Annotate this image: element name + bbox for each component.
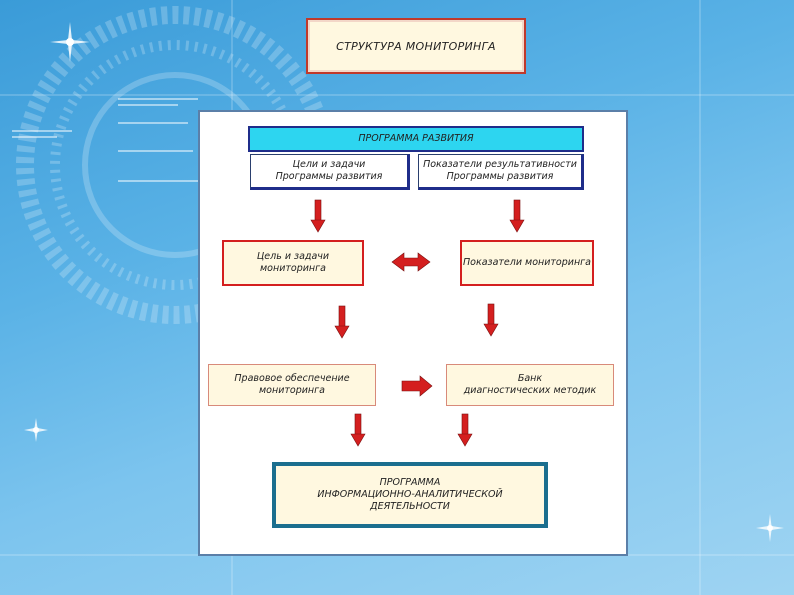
indicators-box: Показатели результативности Программы ра… (418, 154, 584, 190)
monitoring-indicators-box: Показатели мониторинга (460, 240, 594, 286)
info-program-box: ПРОГРАММА ИНФОРМАЦИОННО-АНАЛИТИЧЕСКОЙ ДЕ… (272, 462, 548, 528)
diagram-title: СТРУКТУРА МОНИТОРИНГА (306, 18, 526, 74)
monitoring-goal-box: Цель и задачи мониторинга (222, 240, 364, 286)
arrow-down-3 (334, 305, 350, 339)
methods-bank-box: Банк диагностических методик (446, 364, 614, 406)
arrow-down-2 (509, 199, 525, 233)
legal-support-box: Правовое обеспечение мониторинга (208, 364, 376, 406)
arrow-down-1 (310, 199, 326, 233)
double-arrow-icon (391, 252, 431, 272)
arrow-down-4 (483, 303, 499, 337)
goals-box: Цели и задачи Программы развития (250, 154, 410, 190)
arrow-down-6 (457, 413, 473, 447)
arrow-down-5 (350, 413, 366, 447)
right-arrow-icon (401, 375, 433, 397)
sparkle-icon (24, 22, 784, 542)
program-box: ПРОГРАММА РАЗВИТИЯ (248, 126, 584, 152)
